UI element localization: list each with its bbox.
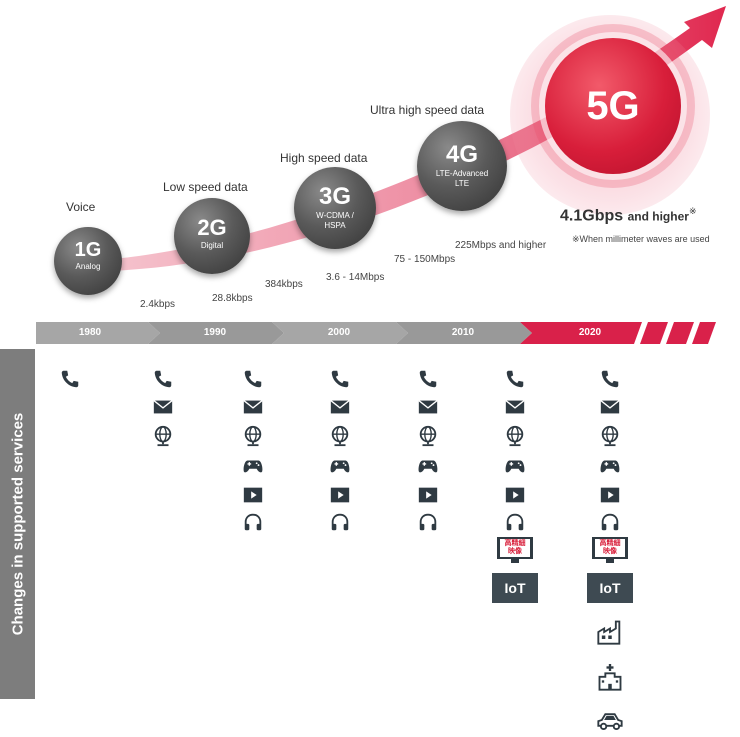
speed-1g: 2.4kbps <box>140 299 176 310</box>
speed-5g-note: ※When millimeter waves are used <box>572 234 710 244</box>
gamepad-icon <box>503 455 527 477</box>
phone-icon <box>328 368 352 390</box>
hd-video-text-2: 映像 <box>508 548 522 555</box>
timeline-2010: 2010 <box>451 327 475 338</box>
video-play-icon <box>598 484 622 506</box>
gen-4g-label: Ultra high speed data <box>370 103 485 117</box>
mail-icon <box>416 396 440 418</box>
phone-icon <box>416 368 440 390</box>
phone-icon <box>241 368 265 390</box>
car-icon <box>594 706 626 734</box>
hd-video-text-2: 映像 <box>603 548 617 555</box>
mail-icon <box>598 396 622 418</box>
speed-5g: 4.1Gbps and higher※ <box>560 206 696 225</box>
video-play-icon <box>503 484 527 506</box>
services-title: Changes in supported services <box>9 412 26 636</box>
mail-icon <box>241 396 265 418</box>
phone-icon <box>503 368 527 390</box>
hd-video-text-1: 高精細 <box>504 540 526 547</box>
speed-2g: 28.8kbps <box>212 293 253 304</box>
orb-1g-tech: Analog <box>75 262 101 271</box>
globe-icon <box>598 425 622 447</box>
timeline-1980: 1980 <box>78 327 102 338</box>
headphones-icon <box>598 511 622 533</box>
hd-video-icon: 高精細 映像 <box>496 536 534 566</box>
factory-icon <box>596 618 624 646</box>
speed-5g-suffix: and higher <box>627 209 689 224</box>
globe-icon <box>416 425 440 447</box>
hospital-icon <box>596 664 624 692</box>
orb-3g: 3G W-CDMA / HSPA <box>294 167 376 249</box>
5g-orb: 5G <box>545 38 681 174</box>
gamepad-icon <box>416 455 440 477</box>
gamepad-icon <box>328 455 352 477</box>
orb-4g-tech-1: LTE-Advanced <box>435 169 489 178</box>
video-play-icon <box>241 484 265 506</box>
gen-1g-label: Voice <box>66 200 96 214</box>
orb-4g-tech-2: LTE <box>454 179 470 188</box>
headphones-icon <box>328 511 352 533</box>
orb-4g: 4G LTE-Advanced LTE <box>417 121 507 211</box>
mail-icon <box>503 396 527 418</box>
video-play-icon <box>416 484 440 506</box>
speed-3g-b: 3.6 - 14Mbps <box>326 272 385 283</box>
timeline-bar <box>36 322 716 344</box>
gamepad-icon <box>598 455 622 477</box>
phone-icon <box>598 368 622 390</box>
services-banner: Changes in supported services <box>0 349 35 699</box>
mail-icon <box>151 396 175 418</box>
mail-icon <box>328 396 352 418</box>
hd-video-text-1: 高精細 <box>599 540 621 547</box>
globe-icon <box>151 425 175 447</box>
orb-3g-title: 3G <box>318 183 351 210</box>
gen-3g-label: High speed data <box>280 151 368 165</box>
speed-4g-a: 75 - 150Mbps <box>394 254 456 265</box>
speed-5g-mark: ※ <box>688 206 697 216</box>
orb-3g-tech: W-CDMA / HSPA <box>316 211 354 230</box>
globe-icon <box>241 425 265 447</box>
gen-2g-label: Low speed data <box>163 180 248 194</box>
speed-4g-b: 225Mbps and higher <box>455 240 547 251</box>
headphones-icon <box>416 511 440 533</box>
timeline-1990: 1990 <box>203 327 227 338</box>
orb-4g-title: 4G <box>445 141 478 168</box>
phone-icon <box>151 368 175 390</box>
orb-2g: 2G Digital <box>174 198 250 274</box>
speed-3g-a: 384kbps <box>265 279 303 290</box>
gamepad-icon <box>241 455 265 477</box>
globe-icon <box>328 425 352 447</box>
orb-1g-title: 1G <box>74 239 102 261</box>
headphones-icon <box>241 511 265 533</box>
timeline-2020: 2020 <box>578 327 602 338</box>
iot-icon: IoT <box>587 573 633 603</box>
phone-icon <box>58 368 82 390</box>
timeline-2000: 2000 <box>327 327 351 338</box>
headphones-icon <box>503 511 527 533</box>
orb-2g-tech: Digital <box>200 241 224 250</box>
iot-icon: IoT <box>492 573 538 603</box>
speed-5g-value: 4.1Gbps <box>560 207 624 225</box>
video-play-icon <box>328 484 352 506</box>
globe-icon <box>503 425 527 447</box>
orb-1g: 1G Analog <box>54 227 122 295</box>
5g-title: 5G <box>586 84 640 128</box>
orb-2g-title: 2G <box>197 215 227 240</box>
hd-video-icon: 高精細 映像 <box>591 536 629 566</box>
